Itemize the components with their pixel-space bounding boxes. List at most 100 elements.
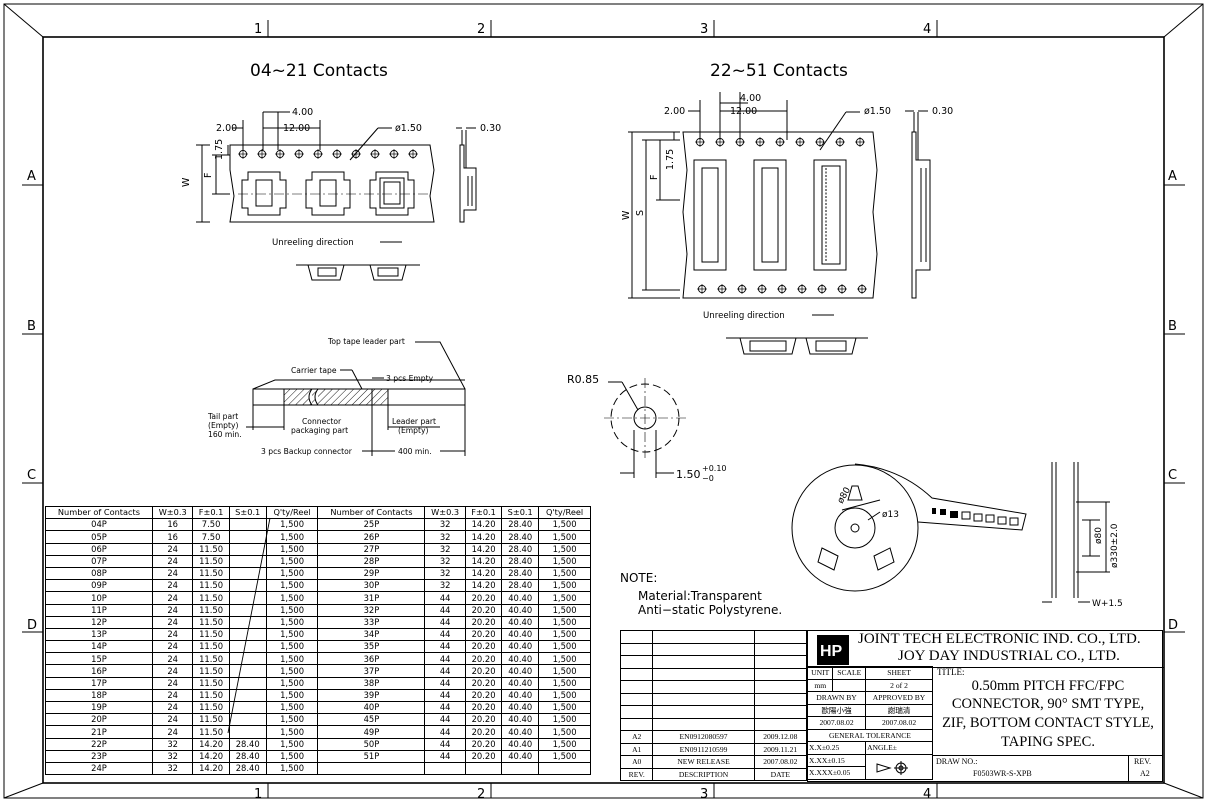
right-dim-400: 4.00 [740,93,761,104]
table-cell: 40.40 [501,664,540,678]
table-cell: 17P [45,676,153,690]
row-label-a-right: A [1168,169,1177,184]
table-cell: 32 [424,542,466,556]
sheet-value: 2 of 2 [865,678,933,692]
table-cell: 11.50 [192,640,230,654]
draw-no-label: DRAW NO.: [936,757,978,766]
table-cell: 20P [45,713,153,727]
table-cell: 24 [151,566,194,581]
table-cell: 1,500 [538,603,591,617]
table-cell: 44 [424,725,466,739]
table-cell: 1,500 [538,737,591,751]
table-cell: 25P [317,518,426,532]
rev-desc: EN0912080597 [652,730,755,744]
col-label-1: 1 [254,22,262,37]
table-cell [228,688,267,703]
table-cell: 44 [424,627,466,642]
col-header: F±0.1 [192,505,230,520]
revision-row: A1 EN0911210599 2009.11.21 [619,742,808,756]
table-cell: 1,500 [265,554,319,568]
table-cell: 28.40 [501,579,540,593]
table-cell: 32 [424,566,466,581]
col-label-1-bottom: 1 [254,787,262,802]
table-cell [464,761,503,776]
table-cell: 38P [317,676,426,690]
unit-value: mm [806,678,834,692]
table-cell [228,554,267,568]
col-label-2: 2 [477,22,485,37]
right-dim-f: F [649,175,660,180]
revision-row: A2 EN0912080597 2009.12.08 [619,730,808,744]
table-cell [228,579,267,593]
table-cell [228,615,267,629]
table-cell: 24 [151,700,194,715]
table-cell: 20.20 [464,591,503,605]
left-sprocket-holes [237,148,419,160]
table-cell: 1,500 [538,640,591,654]
table-cell: 44 [424,749,466,763]
rev-header: REV. [619,767,654,781]
table-cell: 06P [45,542,153,556]
table-cell: 20.20 [464,664,503,678]
table-cell: 44 [424,615,466,629]
table-cell: 24 [151,627,194,642]
row-label-c-right: C [1168,468,1177,483]
table-cell: 1,500 [538,664,591,678]
right-tape-view [628,92,931,355]
table-cell: 20.20 [464,688,503,703]
table-cell: 27P [317,542,426,556]
table-cell: 1,500 [265,664,319,678]
label-3pcs-empty: 3 pcs Empty [386,374,434,383]
table-cell: 44 [424,700,466,715]
row-label-d-right: D [1168,618,1178,633]
drawn-by-name: 歐陽小強 [806,703,867,717]
right-dim-labels: 4.00 2.00 12.00 ø1.50 0.30 W S F 1.75 Un… [621,93,953,321]
label-r085: R0.85 [567,373,599,386]
label-400-min: 400 min. [398,447,432,456]
table-cell: 1,500 [538,615,591,629]
table-cell: 16 [151,530,194,544]
label-d150: 1.50 [676,468,701,481]
table-cell: 7.50 [192,518,230,532]
note-label: NOTE: [620,571,657,585]
label-d80: ø80 [1094,527,1104,544]
col-header: Q'ty/Reel [538,505,591,520]
right-unreeling: Unreeling direction [703,311,785,321]
row-label-c: C [27,468,36,483]
table-cell: 39P [317,688,426,703]
table-cell: 14.20 [192,749,230,763]
table-cell: 20.20 [464,700,503,715]
table-cell: 24 [151,652,194,666]
table-cell: 24P [45,761,153,776]
table-cell: 18P [45,688,153,703]
table-cell: 40.40 [501,640,540,654]
rev-id: A1 [619,742,654,756]
rev-value: A2 [1140,769,1150,778]
table-cell: 22P [45,737,153,751]
table-cell: 21P [45,725,153,739]
table-cell: 30P [317,579,426,593]
table-cell [228,566,267,581]
table-cell: 19P [45,700,153,715]
rev-date: 2007.08.02 [753,755,808,769]
note-line-2: Anti−static Polystyrene. [638,603,782,617]
left-tape-view [196,111,477,281]
table-cell: 40.40 [501,749,540,763]
table-cell: 11.50 [192,627,230,642]
rev-label: REV. [1134,757,1151,766]
table-cell: 40.40 [501,591,540,605]
table-cell: 32 [151,737,194,751]
table-cell: 20.20 [464,737,503,751]
note-line-1: Material:Transparent [638,589,762,603]
label-tail-1: Tail part [207,412,238,421]
right-dim-w: W [621,210,632,220]
table-cell: 40.40 [501,627,540,642]
table-cell: 1,500 [538,700,591,715]
col-label-2-bottom: 2 [477,787,485,802]
